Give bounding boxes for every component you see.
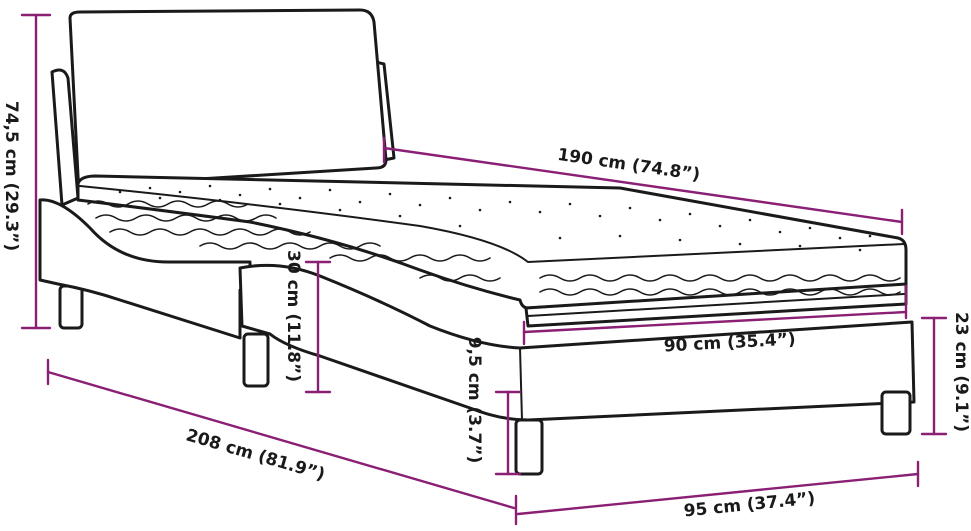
dim-line-mattress-length (382, 146, 904, 224)
bed-leg-front-right (880, 390, 912, 436)
headboard-side-left (50, 68, 80, 207)
label-frame-height: 23 cm (9.1”) (951, 312, 971, 432)
mattress-top-edge (79, 185, 905, 264)
bed-leg-middle (242, 332, 270, 388)
bed-frame (238, 263, 916, 422)
label-total-length: 208 cm (81.9”) (184, 425, 328, 485)
dim-line-total-width (516, 472, 920, 516)
side-rail-left (38, 198, 252, 340)
label-total-width: 95 cm (37.4”) (683, 489, 816, 522)
mattress-side-waves (87, 200, 901, 296)
dim-line-total-length (46, 370, 516, 510)
label-side-height: 30 cm (11.8”) (283, 250, 303, 382)
bed-drawing (38, 8, 916, 476)
headboard (68, 8, 388, 188)
label-total-height: 74,5 cm (29.3”) (1, 101, 21, 251)
bed-leg-back-left (58, 284, 84, 330)
bed-leg-front-left (514, 418, 544, 476)
frame-corner-line (519, 347, 523, 421)
label-mattress-length: 190 cm (74.8”) (556, 145, 701, 185)
mattress-base-zip (527, 293, 905, 317)
label-leg-height: 9,5 cm (3.7”) (464, 337, 484, 464)
dim-line-mattress-width (522, 310, 908, 334)
dimension-lines (20, 13, 948, 526)
